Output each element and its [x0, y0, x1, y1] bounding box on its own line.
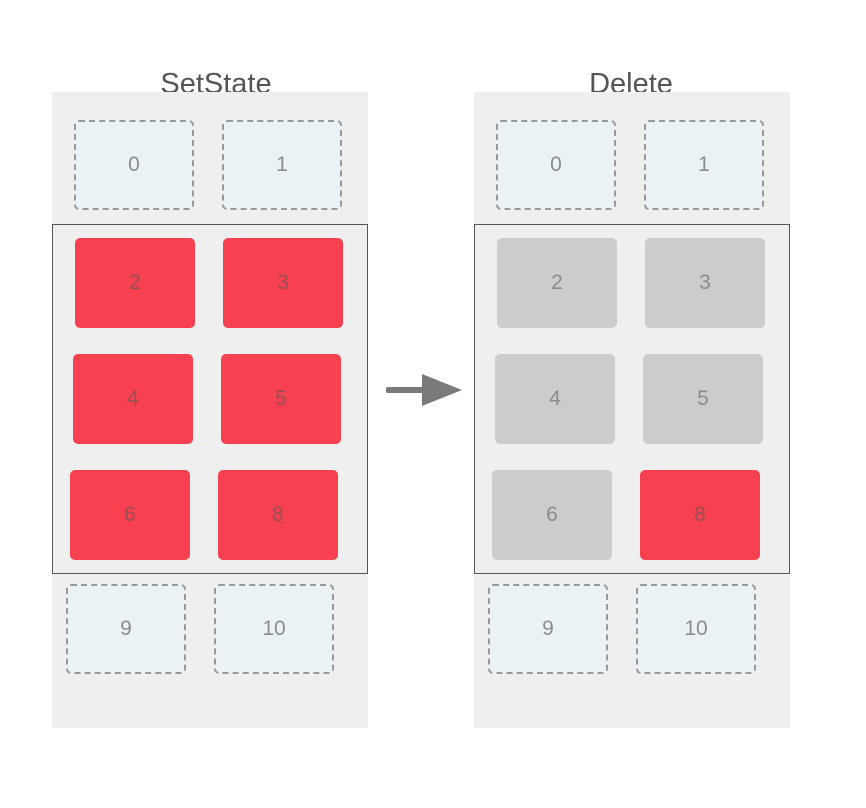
arrow-right-icon — [386, 374, 462, 406]
cell: 4 — [495, 354, 615, 444]
cell: 4 — [73, 354, 193, 444]
cell: 2 — [75, 238, 195, 328]
cell: 5 — [643, 354, 763, 444]
cell: 6 — [492, 470, 612, 560]
cell: 0 — [74, 120, 194, 210]
cell: 8 — [218, 470, 338, 560]
cell: 0 — [496, 120, 616, 210]
cell: 9 — [66, 584, 186, 674]
cell: 1 — [222, 120, 342, 210]
cell: 9 — [488, 584, 608, 674]
cell: 6 — [70, 470, 190, 560]
cell: 3 — [645, 238, 765, 328]
setstate-viewport-frame — [52, 224, 368, 574]
cell: 10 — [214, 584, 334, 674]
cell: 2 — [497, 238, 617, 328]
delete-viewport-frame — [474, 224, 790, 574]
cell: 3 — [223, 238, 343, 328]
cell: 8 — [640, 470, 760, 560]
cell: 1 — [644, 120, 764, 210]
cell: 10 — [636, 584, 756, 674]
cell: 5 — [221, 354, 341, 444]
